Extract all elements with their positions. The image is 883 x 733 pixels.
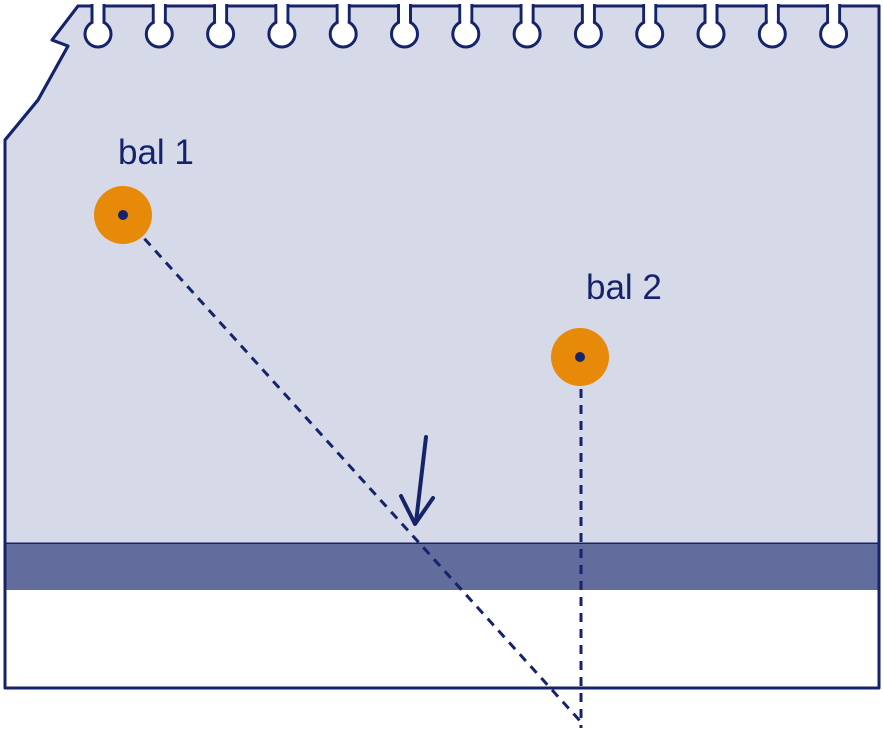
ball-1-trajectory [121,213,583,724]
notebook-ring-icon [635,0,665,49]
ball-1 [94,186,152,244]
notebook-ring-icon [83,0,113,49]
ball-1-label: bal 1 [118,133,194,172]
notebook-ring-icon [390,0,419,49]
notebook-ring-icon [819,0,849,49]
ball-2-label: bal 2 [586,268,662,307]
notebook-ring-icon [206,0,236,49]
notebook-ring-icon [451,0,481,49]
notebook-ring-icon [573,0,603,49]
spiral-binding [83,0,849,49]
notebook-ring-icon [757,0,787,49]
notebook-page [3,4,881,546]
ball-1-center-dot [118,210,128,220]
ball-2 [551,328,609,386]
ball-2-center-dot [575,352,585,362]
notebook-ring-icon [267,0,297,49]
bottom-strip [5,590,879,688]
notebook-outline [3,4,881,690]
notebook-ring-icon [328,0,358,49]
notebook-ring-icon [144,0,174,49]
notebook-ring-icon [696,0,726,49]
surface-band [5,544,879,590]
arrow-down-icon [399,435,435,526]
notebook-ring-icon [512,0,542,49]
